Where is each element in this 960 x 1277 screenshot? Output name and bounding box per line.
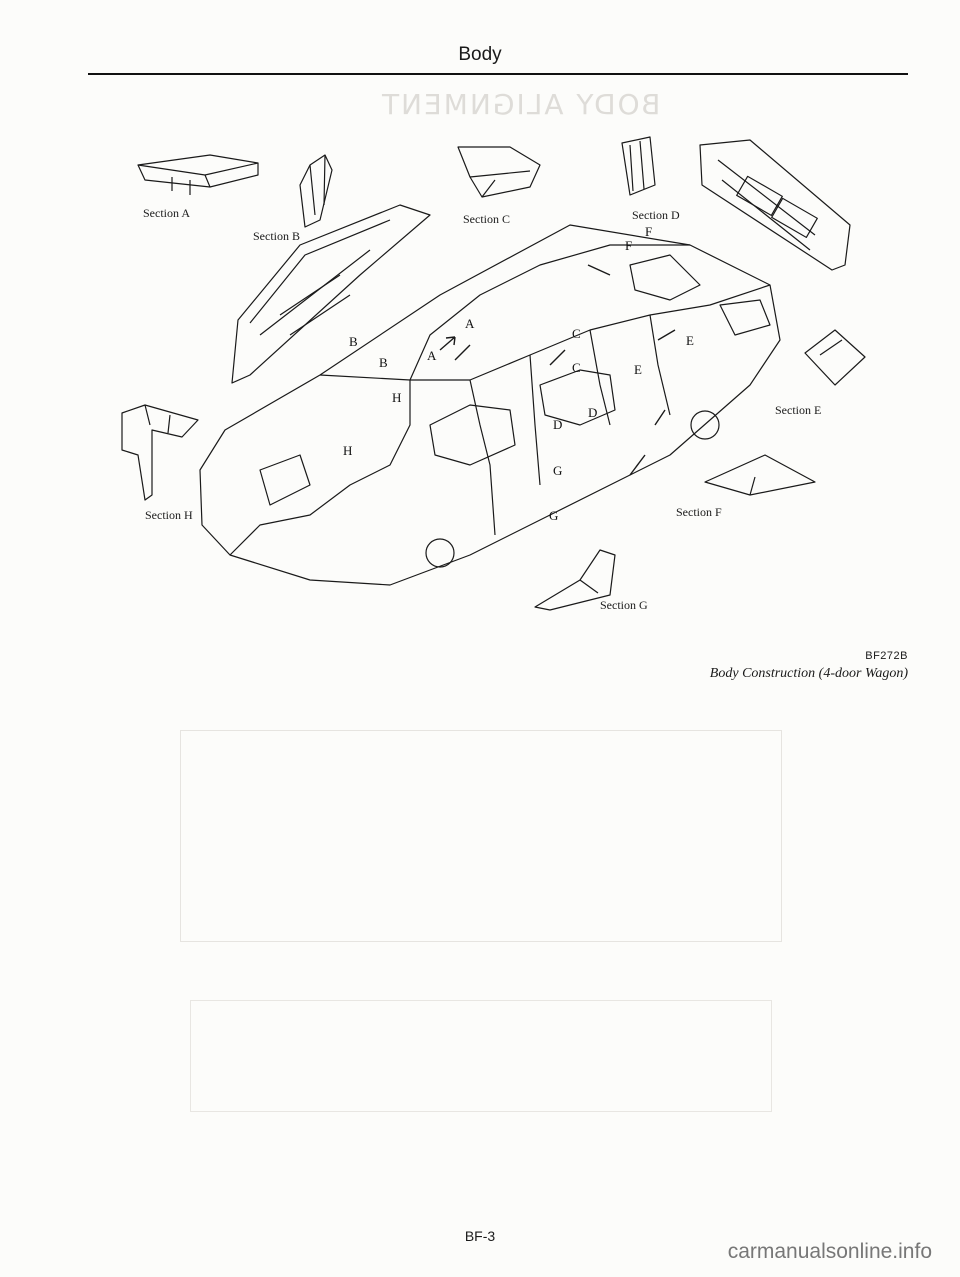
section-a-label: Section A: [143, 206, 190, 220]
callout-h-lower: H: [343, 443, 353, 458]
callout-d-lower: D: [553, 417, 563, 432]
page-header-title: Body: [458, 44, 502, 65]
section-h-part: [121, 404, 199, 501]
body-construction-diagram: [121, 136, 866, 611]
door-part: [231, 204, 431, 384]
site-watermark: carmanualsonline.info: [727, 1240, 932, 1263]
callout-g-upper: G: [553, 463, 563, 478]
callout-e-upper: E: [686, 333, 694, 348]
callout-e-lower: E: [634, 362, 642, 377]
section-f-label: Section F: [676, 505, 722, 519]
callout-b-upper: B: [349, 334, 358, 349]
section-b-part: [299, 154, 333, 228]
callout-c-upper: C: [572, 326, 581, 341]
callout-arrows: [439, 264, 676, 476]
callout-g-lower: G: [549, 508, 559, 523]
section-d-label: Section D: [632, 208, 680, 222]
section-c-label: Section C: [463, 212, 510, 226]
figure-caption: Body Construction (4-door Wagon): [709, 666, 908, 681]
callout-c-lower: C: [572, 360, 581, 375]
callout-d-upper: D: [588, 405, 598, 420]
car-body-shell: [199, 224, 781, 586]
header-rule: [88, 73, 908, 75]
tailgate-part: [699, 139, 851, 271]
section-g-part: [534, 549, 616, 611]
section-d-part: [621, 136, 656, 196]
callout-b-lower: B: [379, 355, 388, 370]
figure-code: BF272B: [865, 650, 908, 662]
section-c-part: [457, 146, 541, 198]
bleed-through-title: BODY ALIGNMENT: [380, 88, 661, 121]
bleed-through-drawing-lower: [190, 1000, 772, 1112]
callout-a-upper: A: [465, 316, 475, 331]
callout-h-upper: H: [392, 390, 402, 405]
callout-f-lower: F: [645, 224, 653, 239]
bleed-through-drawing: [180, 730, 782, 942]
section-b-label: Section B: [253, 229, 300, 243]
page-number: BF-3: [464, 1228, 496, 1244]
callout-f-upper: F: [625, 238, 633, 253]
section-h-label: Section H: [145, 508, 193, 522]
callout-a-lower: A: [427, 348, 437, 363]
section-e-label: Section E: [775, 403, 822, 417]
section-e-part: [804, 329, 866, 386]
section-f-part: [704, 454, 816, 496]
section-a-part: [137, 154, 259, 195]
section-g-label: Section G: [600, 598, 648, 612]
